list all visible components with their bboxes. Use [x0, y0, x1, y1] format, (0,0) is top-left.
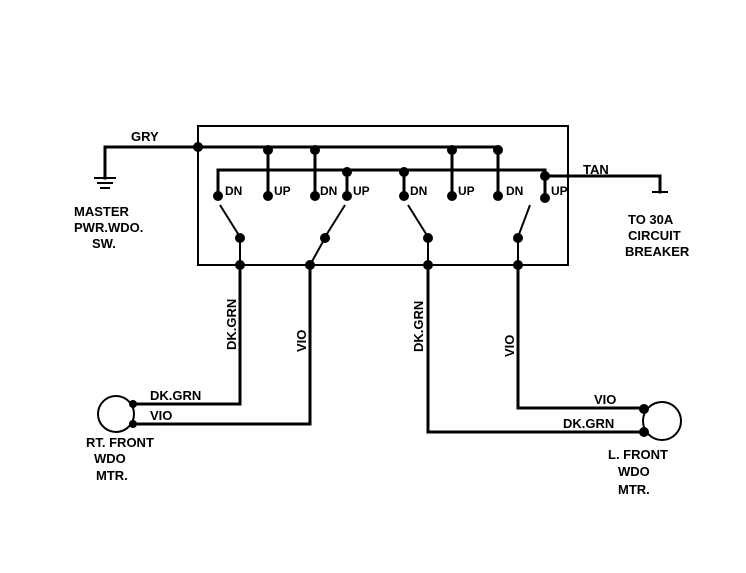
master-label-1: MASTER [74, 204, 130, 219]
breaker-label-3: BREAKER [625, 244, 690, 259]
dn-label-4: DN [506, 184, 523, 198]
switch-blades [219, 204, 531, 243]
up-label-1: UP [274, 184, 291, 198]
vio-vertical-label-1: VIO [294, 330, 309, 352]
l-vio-label: VIO [594, 392, 616, 407]
breaker-label-1: TO 30A [628, 212, 674, 227]
rt-front-motor-icon [97, 395, 137, 433]
tan-label: TAN [583, 162, 609, 177]
vio-vertical-label-2: VIO [502, 335, 517, 357]
l-motor-label-2: WDO [618, 464, 650, 479]
gry-wire [103, 145, 200, 180]
l-motor-label-3: MTR. [618, 482, 650, 497]
tan-wire [543, 174, 662, 194]
switch-contacts [213, 191, 550, 203]
rt-motor-label-3: MTR. [96, 468, 128, 483]
dkgrn-vertical-label-2: DK.GRN [411, 301, 426, 352]
dn-label-1: DN [225, 184, 242, 198]
l-motor-label-1: L. FRONT [608, 447, 668, 462]
breaker-label-2: CIRCUIT [628, 228, 681, 243]
rt-vio-wire [132, 263, 312, 426]
up-label-3: UP [458, 184, 475, 198]
up-label-2: UP [353, 184, 370, 198]
l-dkgrn-wire [426, 263, 647, 434]
rt-dkgrn-label: DK.GRN [150, 388, 201, 403]
gry-label: GRY [131, 129, 159, 144]
switch-housing [197, 125, 569, 266]
rt-motor-label-2: WDO [94, 451, 126, 466]
master-ground-icon [94, 177, 116, 189]
l-vio-wire [516, 263, 647, 410]
rt-vio-label: VIO [150, 408, 172, 423]
dn-label-3: DN [410, 184, 427, 198]
dkgrn-vertical-label-1: DK.GRN [224, 299, 239, 350]
up-label-4: UP [551, 184, 568, 198]
l-dkgrn-label: DK.GRN [563, 416, 614, 431]
dn-label-2: DN [320, 184, 337, 198]
rt-dkgrn-wire [132, 263, 242, 406]
master-label-3: SW. [92, 236, 116, 251]
rt-motor-label-1: RT. FRONT [86, 435, 154, 450]
master-label-2: PWR.WDO. [74, 220, 143, 235]
l-front-motor-icon [639, 401, 682, 441]
